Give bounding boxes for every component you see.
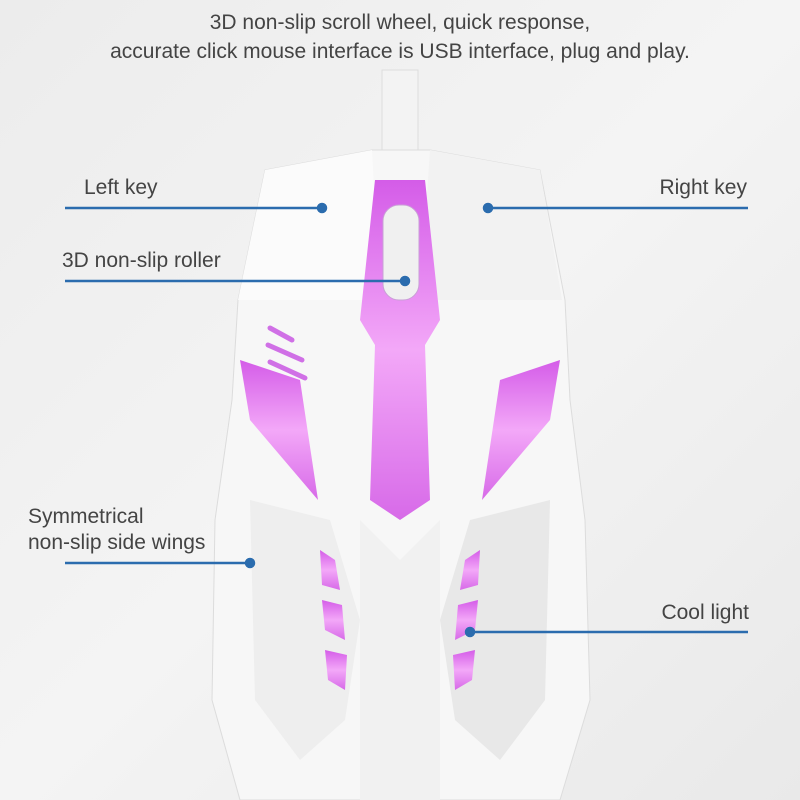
side-wing-lights [320,550,480,690]
center-light-strip [360,180,440,520]
headline: 3D non-slip scroll wheel, quick response… [0,8,800,66]
left-light [240,360,318,500]
scroll-wheel [382,204,420,301]
left-key-surface [238,150,380,300]
palm-rest [360,520,440,800]
callout-cool-light: Cool light [661,601,749,624]
right-light [482,360,560,500]
callout-lines [65,202,748,638]
callout-left-key: Left key [84,176,158,199]
headline-line-1: 3D non-slip scroll wheel, quick response… [209,11,591,34]
callout-side-wings-line-2: non-slip side wings [28,531,206,554]
right-key-surface [420,150,562,300]
callout-side-wings-line-1: Symmetrical [28,505,144,528]
callout-roller: 3D non-slip roller [62,249,221,272]
vent-slots [265,325,308,381]
callout-right-key: Right key [659,176,747,199]
headline-line-2: accurate click mouse interface is USB in… [110,40,690,63]
